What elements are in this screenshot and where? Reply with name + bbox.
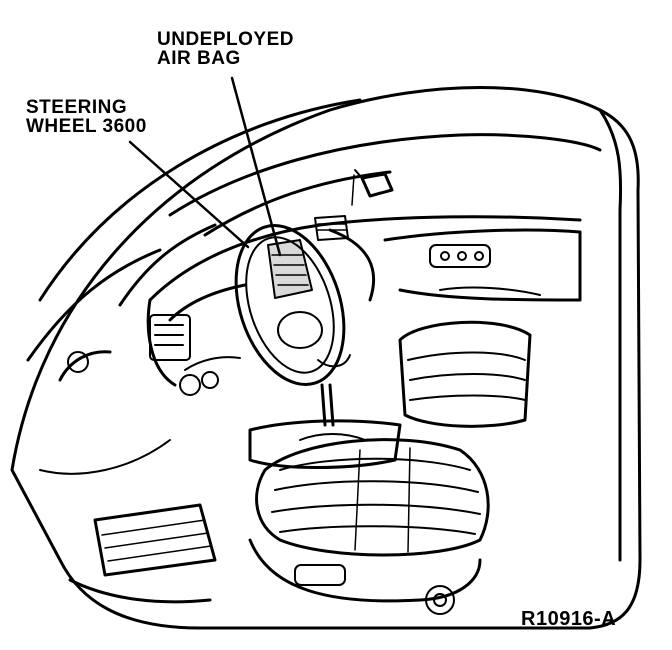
door-sill	[39, 350, 212, 604]
dash-vents	[314, 215, 349, 241]
passenger-door-trim	[383, 228, 582, 302]
door-frame	[10, 86, 642, 630]
airbag-label: UNDEPLOYED AIR BAG	[157, 30, 294, 68]
windshield	[118, 133, 602, 307]
leader-lines	[128, 76, 282, 257]
dashboard	[146, 215, 582, 396]
floor-mat	[93, 503, 217, 577]
rearview-mirror	[351, 169, 394, 206]
airbag-leader-line	[230, 76, 282, 257]
airbag-label-line2: AIR BAG	[157, 48, 241, 69]
passenger-seat	[398, 320, 532, 428]
figure-reference: R10916-A	[521, 608, 617, 630]
driver-seat	[248, 438, 490, 615]
steering-column	[320, 383, 335, 427]
airbag-label-line1: UNDEPLOYED	[157, 29, 294, 50]
steering-wheel-label: STEERING WHEEL 3600	[26, 98, 147, 136]
steering-wheel-label-line2: WHEEL 3600	[26, 116, 147, 137]
wheel-leader-line	[128, 140, 250, 249]
steering-wheel-label-line1: STEERING	[26, 97, 128, 118]
